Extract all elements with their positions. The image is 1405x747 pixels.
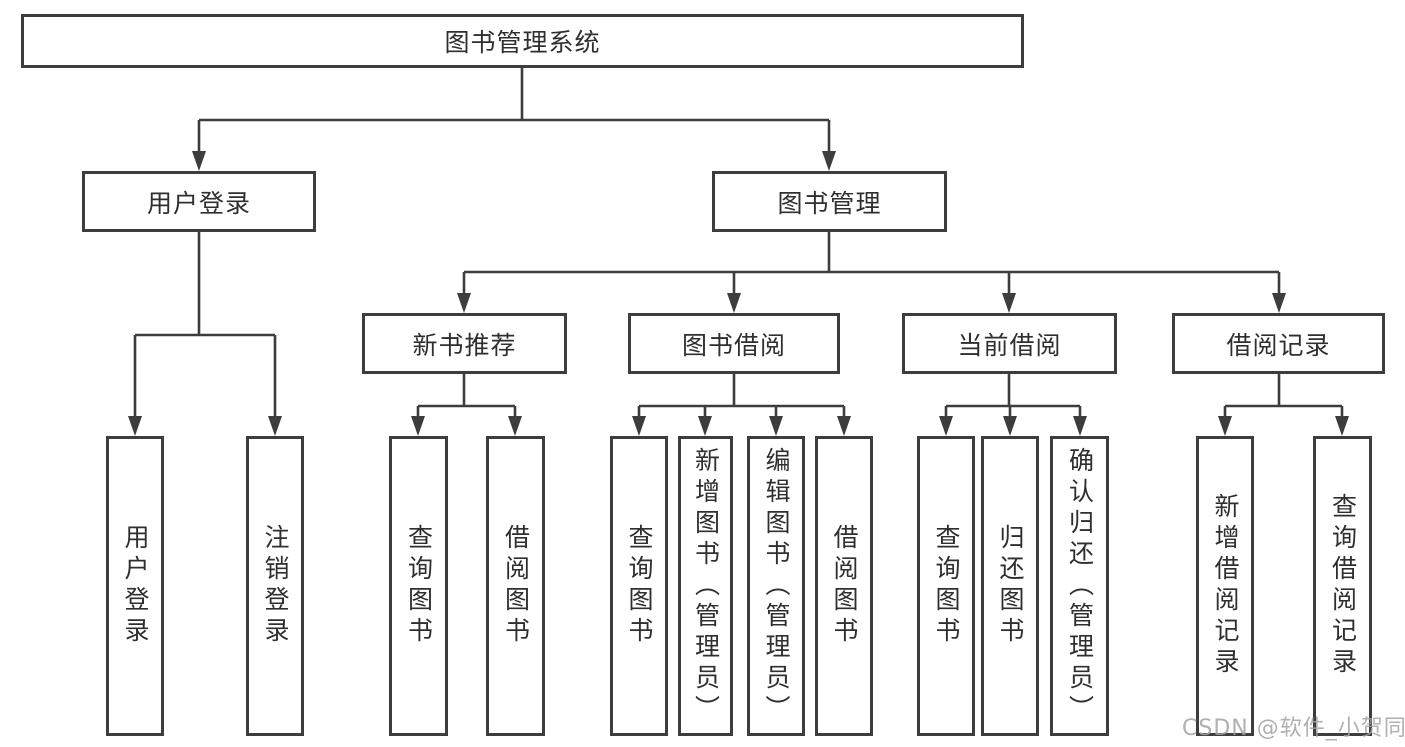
connector-new-book-recommend-to-leaves <box>411 374 522 436</box>
leaf-label: 查询借阅记录 <box>1328 493 1358 679</box>
node-label: 用户登录 <box>146 188 251 218</box>
leaf-edit-book-admin: 编辑图书（管理员） <box>747 436 805 736</box>
leaf-borrow-books-recommend: 借阅图书 <box>486 436 545 736</box>
connector-current-borrow-to-leaves <box>939 374 1087 436</box>
connector-root-to-level2 <box>192 68 836 171</box>
leaf-label: 借阅图书 <box>501 524 531 648</box>
node-book-management: 图书管理 <box>712 171 947 232</box>
leaf-label: 确认归还（管理员） <box>1065 446 1095 726</box>
leaf-query-books-recommend: 查询图书 <box>389 436 448 736</box>
node-label: 图书管理 <box>777 188 882 218</box>
leaf-label: 查询图书 <box>932 524 961 648</box>
leaf-add-book-admin: 新增图书（管理员） <box>678 436 733 736</box>
node-borrow-records: 借阅记录 <box>1172 313 1385 374</box>
leaf-user-login: 用户登录 <box>106 436 164 736</box>
node-new-book-recommend: 新书推荐 <box>362 313 567 374</box>
leaf-label: 新增借阅记录 <box>1211 493 1240 679</box>
connector-borrow-records-to-leaves <box>1218 374 1349 436</box>
leaf-label: 借阅图书 <box>830 524 859 648</box>
node-label: 新书推荐 <box>412 330 517 360</box>
connector-user-login-to-leaves <box>128 232 282 436</box>
leaf-query-books-borrow: 查询图书 <box>610 436 668 736</box>
node-library-management-system: 图书管理系统 <box>21 14 1024 68</box>
leaf-confirm-return-admin: 确认归还（管理员） <box>1050 436 1109 736</box>
leaf-label: 查询图书 <box>404 524 434 648</box>
node-label: 当前借阅 <box>957 330 1062 360</box>
leaf-add-borrow-record: 新增借阅记录 <box>1196 436 1254 736</box>
csdn-watermark: CSDN @软件_小贺同学 <box>1182 716 1405 741</box>
leaf-label: 注销登录 <box>261 524 290 648</box>
node-user-login: 用户登录 <box>82 171 316 232</box>
leaf-return-books: 归还图书 <box>981 436 1039 736</box>
leaf-logout: 注销登录 <box>246 436 304 736</box>
leaf-label: 归还图书 <box>996 524 1025 648</box>
leaf-label: 查询图书 <box>625 524 654 648</box>
leaf-borrow-books-2: 借阅图书 <box>815 436 873 736</box>
node-label: 图书借阅 <box>681 330 786 360</box>
leaf-label: 用户登录 <box>121 524 150 648</box>
connector-book-borrow-to-leaves <box>632 374 851 436</box>
node-current-borrow: 当前借阅 <box>902 313 1117 374</box>
connector-book-management-to-level3 <box>457 232 1286 313</box>
leaf-label: 新增图书（管理员） <box>691 446 721 726</box>
leaf-label: 编辑图书（管理员） <box>762 446 791 726</box>
node-book-borrow: 图书借阅 <box>628 313 840 374</box>
node-label: 借阅记录 <box>1226 330 1331 360</box>
leaf-query-borrow-record: 查询借阅记录 <box>1313 436 1372 736</box>
node-label: 图书管理系统 <box>444 28 601 57</box>
leaf-query-books-current: 查询图书 <box>917 436 975 736</box>
